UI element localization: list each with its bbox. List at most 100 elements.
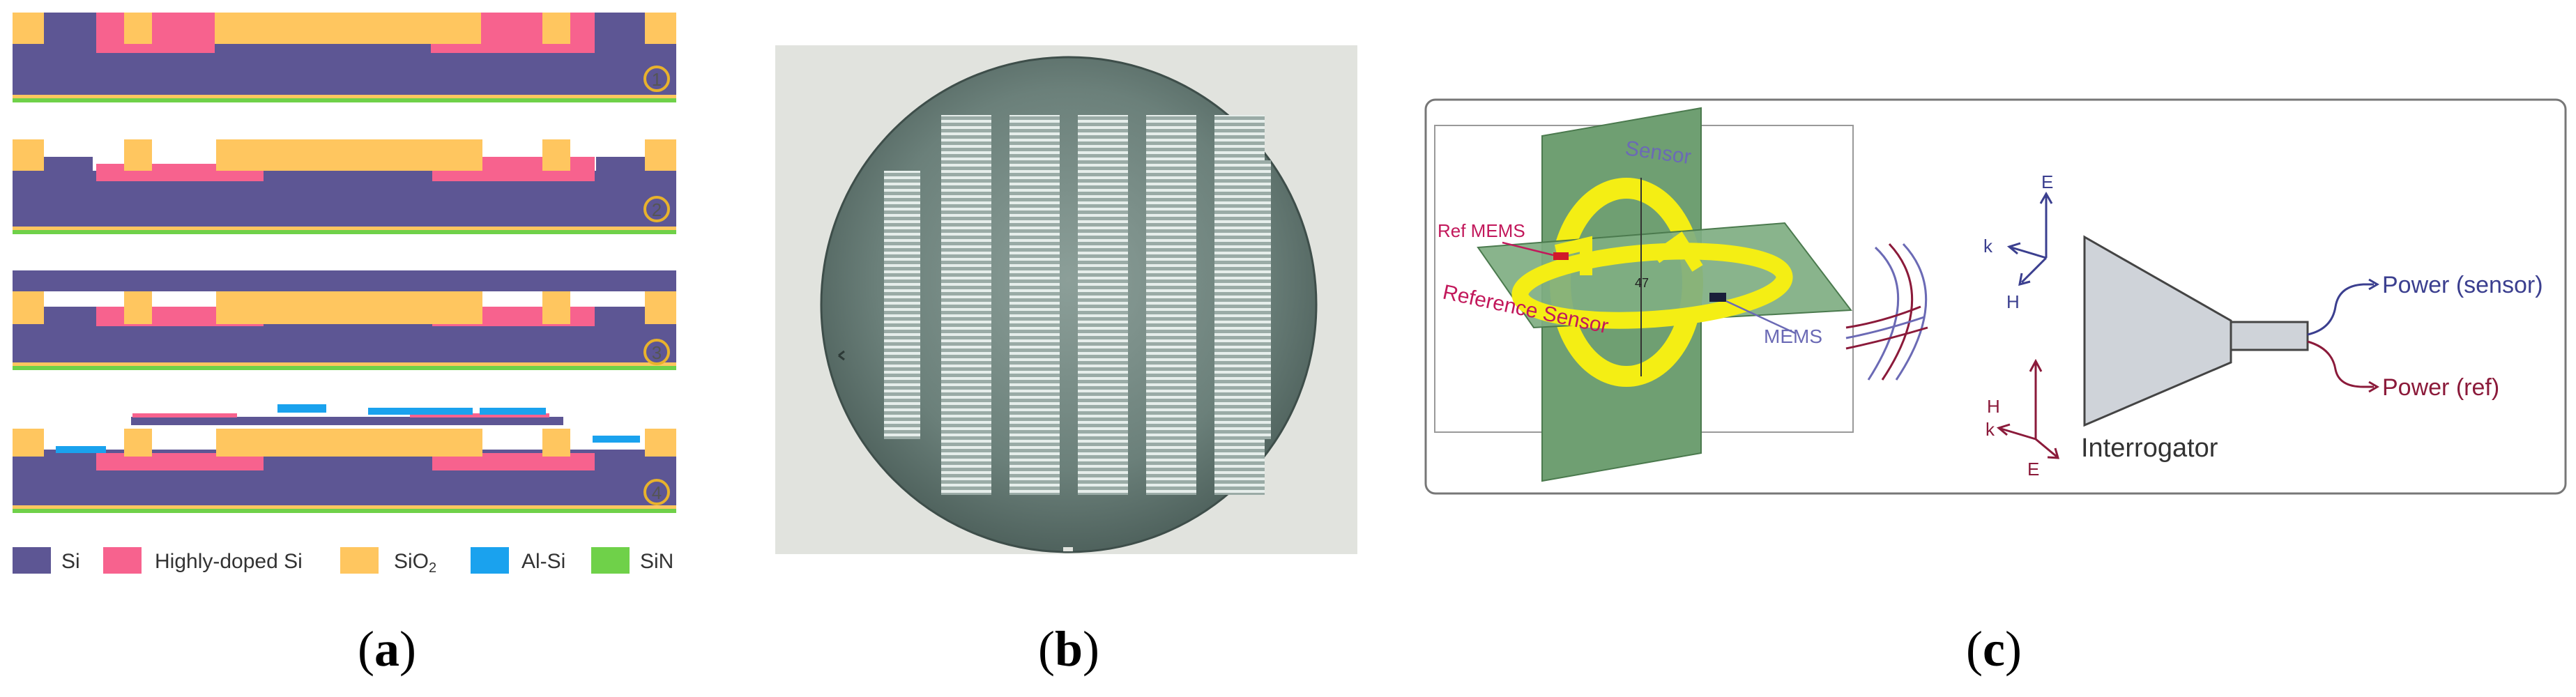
die-column (1009, 115, 1060, 495)
al-si-pad (56, 446, 106, 453)
ring-feed (1652, 231, 1703, 272)
field-axes-bottom (1996, 358, 2060, 459)
arrowhead (2047, 447, 2060, 459)
oxide-block (216, 139, 482, 171)
al-si-pad (480, 408, 546, 415)
oxide-block (13, 291, 44, 324)
sin-layer (13, 509, 676, 513)
ring-feed (1554, 236, 1592, 275)
waveguide (2230, 321, 2309, 351)
legend-label-si: Si (61, 550, 80, 573)
wave-arc (1881, 243, 1914, 381)
panel-b-wafer-photo: (b) (775, 45, 1357, 677)
axis-label-k-top: k (1983, 236, 1993, 256)
panel-a-process-flow: 1 2 (13, 13, 676, 677)
backside-oxide (13, 227, 676, 230)
oxide-block (645, 291, 676, 324)
arrowhead (2018, 273, 2031, 286)
axis-label-e-top: E (2041, 171, 2053, 192)
backside-oxide (13, 95, 676, 98)
material-legend: Si Highly-doped Si SiO2 Al-Si SiN (13, 547, 673, 576)
process-step-3: 3 (13, 270, 676, 370)
legend-label-doped: Highly-doped Si (155, 550, 303, 573)
oxide-block (216, 291, 482, 324)
legend-swatch-sin (591, 547, 630, 574)
step-number-4: 4 (652, 482, 662, 503)
arrowhead (2368, 278, 2379, 291)
membrane-doped (410, 413, 549, 418)
wave-arc (1895, 243, 1928, 381)
sin-layer (13, 230, 676, 234)
die-column (941, 115, 991, 495)
arrowhead (2368, 381, 2379, 393)
oxide-block (124, 139, 152, 171)
arrowhead (2039, 191, 2053, 204)
oxide-block (645, 13, 676, 44)
ref-mems-marker (1553, 252, 1569, 260)
process-step-1: 1 (13, 13, 676, 102)
legend-label-alsi: Al-Si (521, 550, 565, 573)
axis-k (2000, 427, 2036, 441)
oxide-block (216, 429, 482, 457)
oxide-block (542, 13, 570, 44)
process-step-4: 4 (13, 404, 676, 513)
power-ref-label: Power (ref) (2382, 374, 2499, 401)
step-badge-2 (643, 196, 670, 222)
step-number-2: 2 (652, 199, 662, 220)
al-si-pad (277, 404, 326, 413)
step-badge-4 (643, 479, 670, 505)
legend-swatch-doped (103, 547, 142, 574)
step-badge-3 (643, 339, 670, 365)
axis-k (2011, 246, 2047, 259)
oxide-block (124, 429, 152, 457)
alignment-mark (838, 350, 845, 361)
wave-line (1845, 316, 1925, 339)
arrowhead (1996, 423, 2011, 436)
axis-label-h-bottom: H (1987, 396, 2000, 417)
oxide-block (542, 429, 570, 457)
doped-region (96, 13, 215, 53)
oxide-block (645, 139, 676, 171)
horn-antenna (2083, 235, 2232, 427)
oxide-block (542, 291, 570, 324)
wave-line (1845, 326, 1928, 350)
axis-label-e-bottom: E (2027, 459, 2039, 480)
oxide-block (13, 429, 44, 457)
axis-h (2020, 256, 2048, 284)
backside-oxide (13, 362, 676, 366)
mems-pointer (1725, 300, 1796, 335)
legend-swatch-si (13, 547, 51, 574)
power-ref-arrow (2307, 340, 2374, 388)
sin-layer (13, 98, 676, 102)
incident-wave-fronts (1845, 243, 1928, 381)
interrogator-label: Interrogator (2081, 434, 2218, 463)
oxide-block (124, 13, 152, 44)
process-step-2: 2 (13, 139, 676, 234)
oxide-block (215, 13, 481, 44)
axis-label-h-top: H (2006, 291, 2020, 312)
mems-label: MEMS (1764, 325, 1822, 347)
membrane-doped (132, 413, 237, 418)
released-membrane (131, 417, 563, 425)
step-number-1: 1 (652, 69, 662, 90)
si-cap-wafer (13, 270, 676, 291)
axis-e (2035, 438, 2057, 458)
die-column (1078, 115, 1128, 495)
oxide-block (645, 429, 676, 457)
backside-oxide (13, 505, 676, 509)
caption-c: (c) (1966, 621, 2022, 677)
step-number-3: 3 (652, 342, 662, 363)
oxide-block (124, 291, 152, 324)
legend-swatch-sio2 (340, 547, 379, 574)
oxide-block (13, 13, 44, 44)
wafer-notch (1063, 547, 1073, 551)
dimension-value: 47 (1635, 276, 1649, 290)
wave-line (1845, 305, 1921, 329)
mems-marker (1709, 293, 1726, 302)
ref-mems-pointer (1502, 241, 1554, 256)
legend-swatch-alsi (471, 547, 509, 574)
power-sensor-arrow (2307, 283, 2374, 336)
arrowhead (2029, 358, 2043, 372)
legend-label-sin: SiN (640, 550, 673, 573)
